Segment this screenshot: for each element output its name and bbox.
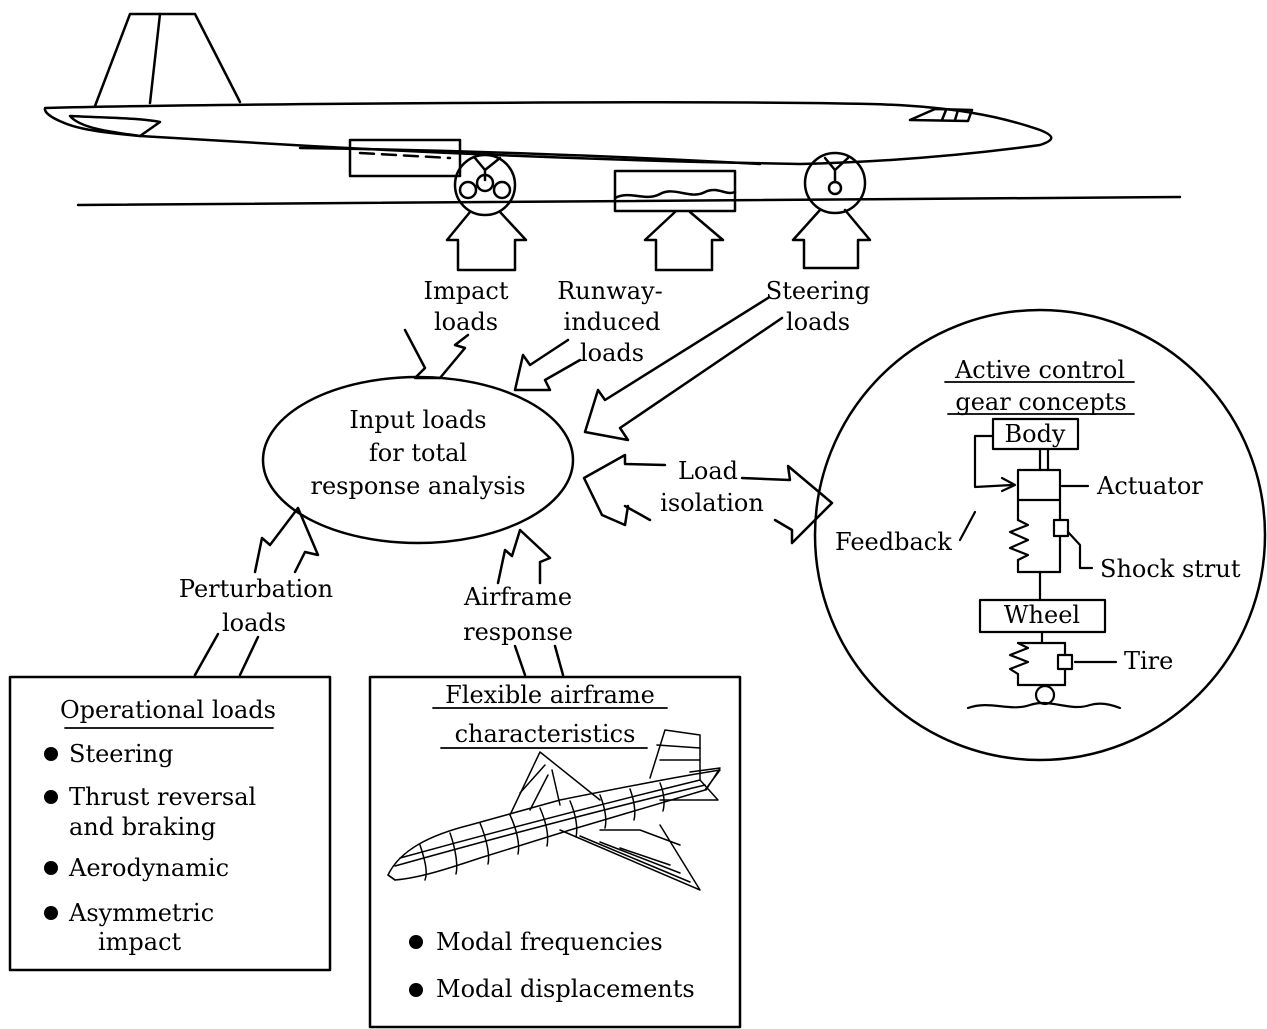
flexible-item-modal-frequencies: Modal frequencies — [436, 928, 663, 956]
steering-label-1: Steering — [766, 277, 870, 305]
runway-roughness-box — [613, 169, 737, 213]
tire-label: Tire — [1124, 647, 1173, 675]
flexible-airframe-title-2: characteristics — [455, 720, 636, 748]
impact-arrow — [445, 210, 528, 272]
wheel-label: Wheel — [1004, 601, 1080, 629]
perturbation-arrow — [253, 506, 320, 574]
operational-item-thrust-2: and braking — [69, 813, 216, 841]
labels: Impact loads Runway- induced loads Steer… — [60, 277, 1241, 1003]
steering-loads-arrow — [583, 296, 784, 442]
active-control-title-2: gear concepts — [955, 388, 1126, 416]
feedback-label: Feedback — [835, 528, 952, 556]
actuator-box — [1016, 468, 1062, 502]
flexible-airframe-title-1: Flexible airframe — [445, 681, 655, 709]
shock-strut-label: Shock strut — [1100, 555, 1241, 583]
wireframe-airframe-illustration — [387, 729, 721, 891]
operational-item-asymmetric-1: Asymmetric — [68, 899, 214, 927]
bullet-icon — [44, 790, 58, 804]
input-loads-line-1: Input loads — [349, 406, 486, 434]
impact-label-2: loads — [434, 308, 498, 336]
runway-line — [76, 195, 1182, 207]
runway-label-1: Runway- — [557, 277, 663, 305]
runway-label-2: induced — [564, 308, 661, 336]
operational-item-asymmetric-2: impact — [98, 928, 182, 956]
runway-loads-arrow — [513, 338, 582, 392]
bullet-icon — [409, 983, 423, 997]
active-gear-schematic — [958, 417, 1122, 710]
tail-fin — [93, 12, 242, 108]
operational-item-steering: Steering — [69, 740, 173, 768]
perturbation-label-2: loads — [222, 609, 286, 637]
impact-loads-arrow — [403, 328, 470, 380]
bullet-icon — [44, 906, 58, 920]
perturbation-label-1: Perturbation — [179, 575, 333, 603]
body-box — [991, 417, 1080, 451]
main-gear — [453, 153, 517, 217]
operational-item-aerodynamic: Aerodynamic — [68, 854, 229, 882]
load-isolation-label-2: isolation — [660, 489, 764, 517]
operational-loads-box — [8, 675, 332, 972]
runway-arrow — [643, 210, 725, 272]
active-control-title-1: Active control — [954, 356, 1125, 384]
body-label: Body — [1004, 420, 1065, 448]
load-isolation-label-1: Load — [678, 457, 738, 485]
bullet-icon — [44, 747, 58, 761]
airframe-response-label-2: response — [463, 618, 573, 646]
operational-item-thrust-1: Thrust reversal — [69, 783, 256, 811]
flexible-airframe-box — [368, 675, 742, 1029]
steering-arrow — [791, 208, 872, 270]
active-control-circle — [813, 308, 1267, 762]
airframe-response-arrow — [496, 528, 552, 585]
input-loads-line-2: for total — [369, 439, 467, 467]
impact-label-1: Impact — [424, 277, 509, 305]
input-loads-line-3: response analysis — [310, 472, 525, 500]
operational-loads-title: Operational loads — [60, 696, 276, 724]
aircraft-illustration — [43, 12, 1182, 217]
actuator-label: Actuator — [1096, 472, 1203, 500]
engine-nacelle — [348, 138, 462, 178]
bullet-icon — [44, 861, 58, 875]
airframe-response-label-1: Airframe — [463, 583, 572, 611]
flexible-item-modal-displacements: Modal displacements — [436, 975, 695, 1003]
steering-label-2: loads — [786, 308, 850, 336]
runway-label-3: loads — [580, 339, 644, 367]
cockpit-window — [908, 107, 974, 123]
load-isolation-arrow — [582, 453, 834, 545]
nose-gear — [803, 151, 867, 215]
bullet-icon — [409, 935, 423, 949]
